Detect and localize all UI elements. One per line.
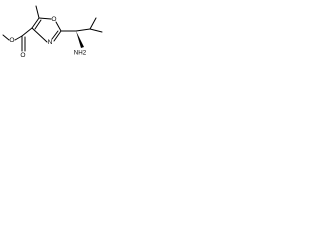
bond-isopropyl-ch-methyl-1	[89, 17, 97, 30]
bond-ring-o-c2	[55, 21, 62, 32]
wedge-bond-chiral-c-amine	[76, 31, 84, 48]
carbonyl-oxygen-label: O	[20, 52, 25, 59]
bond-chiral-c-isopropyl-ch	[75, 28, 91, 32]
bond-ring-c2-n	[53, 30, 62, 42]
bond-isopropyl-ch-methyl-2	[89, 28, 103, 33]
bond-methyl-o	[2, 34, 10, 41]
bond-ring-c5-o	[38, 17, 52, 20]
amine-label: NH2	[74, 50, 87, 57]
ring-nitrogen-label: N	[48, 39, 53, 46]
bond-ring-c2-n-double	[51, 30, 59, 40]
molecule-diagram: O O O N NH2	[2, 5, 103, 59]
ester-oxygen-label: O	[9, 37, 14, 44]
bond-ring-n-c4	[31, 27, 48, 43]
bond-carbonyl-c-ring-c4	[21, 27, 33, 37]
ring-oxygen-label: O	[51, 16, 56, 23]
bond-ring-c4-c5-double	[34, 19, 42, 30]
bond-ring-c4-c5	[31, 17, 40, 29]
bond-c5-methyl	[35, 5, 40, 19]
bond-o-carbonyl-c	[14, 35, 23, 41]
chemical-structure-canvas: O O O N NH2	[0, 0, 122, 84]
